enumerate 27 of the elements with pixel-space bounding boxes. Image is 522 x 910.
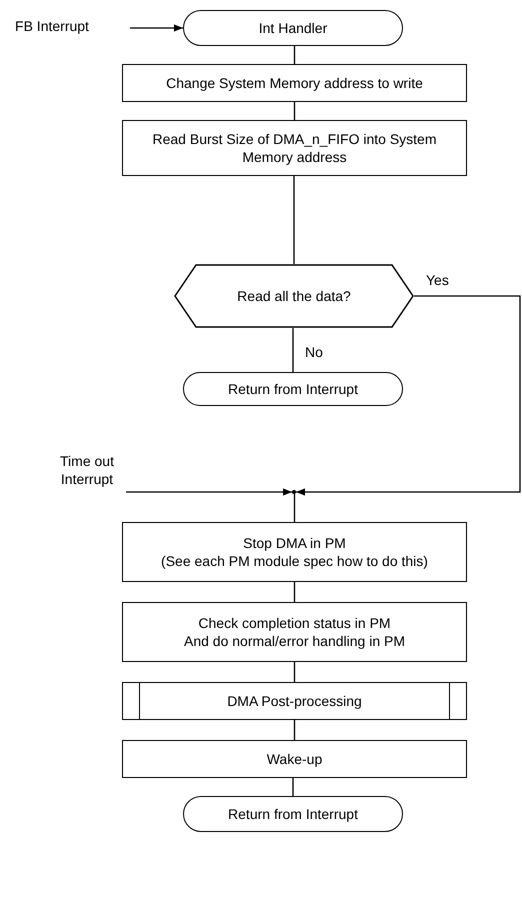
interrupt-label: Time out Interrupt [59, 452, 115, 488]
junction-point [292, 490, 296, 494]
edge-label: No [303, 344, 325, 360]
process-box [122, 740, 467, 778]
step-text: Return from Interrupt [228, 805, 358, 823]
step-text: Return from Interrupt [228, 380, 358, 398]
step-text: Read Burst Size of DMA_n_FIFO into System Memory address [152, 130, 438, 166]
interrupt-label: FB Interrupt [15, 17, 89, 35]
step-text: And do normal/error handling in PM [184, 632, 405, 650]
edge-label: Yes [424, 272, 451, 288]
step-text: Check completion status in PM [198, 614, 391, 632]
terminator [183, 10, 403, 46]
terminator [183, 796, 403, 832]
step-text: Change System Memory address to write [166, 74, 423, 92]
process-box [122, 602, 467, 662]
step-text: Int Handler [258, 19, 328, 37]
process-box [122, 120, 467, 176]
predefined-process-box [122, 682, 467, 720]
step-text: DMA Post-processing [227, 692, 362, 710]
step-text: Read all the data? [237, 287, 351, 305]
decision-hexagon [174, 264, 414, 328]
step-text: (See each PM module spec how to do this) [161, 552, 428, 570]
terminator [183, 372, 403, 406]
process-box [122, 64, 467, 102]
step-text: Stop DMA in PM [243, 534, 346, 552]
process-box [122, 522, 467, 582]
step-text: Wake-up [266, 750, 322, 768]
